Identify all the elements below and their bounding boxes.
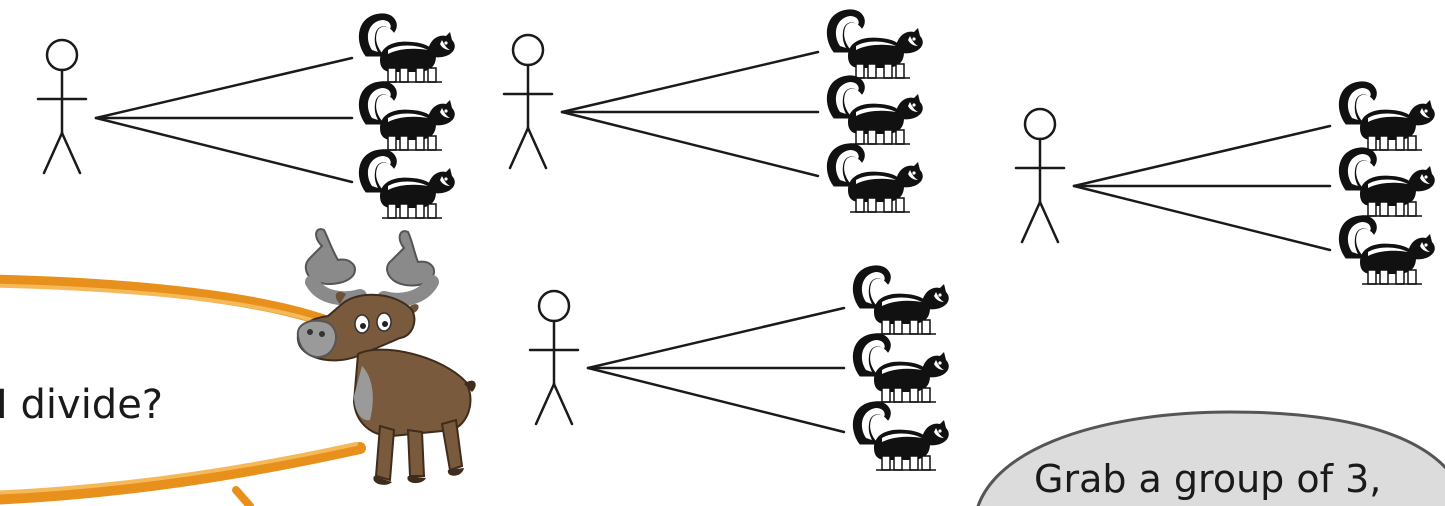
skunk-icon: [1338, 147, 1436, 217]
skunk-icon: [852, 333, 950, 403]
skunk-icon: [826, 9, 924, 79]
connector-line: [94, 56, 354, 120]
speech-bubble: I divide?: [0, 274, 366, 506]
connector-line: [586, 366, 846, 434]
speech-bubble-text: I divide?: [0, 382, 163, 428]
stick-figure: [528, 289, 580, 426]
group-3: [1014, 81, 1436, 285]
connector-line: [1072, 184, 1332, 252]
connector-line: [586, 306, 846, 370]
connector-line: [560, 50, 820, 114]
stick-figure: [1014, 107, 1066, 244]
skunk-icon: [1338, 215, 1436, 285]
group-4: [528, 265, 950, 471]
skunk-icon: [358, 13, 456, 83]
bottom-bubble-text: Grab a group of 3,: [1034, 457, 1381, 501]
moose-thumbs-up-icon: [296, 228, 476, 485]
skunk-icon: [852, 401, 950, 471]
connector-line: [1072, 124, 1332, 188]
skunk-icon: [826, 143, 924, 213]
skunk-icon: [826, 75, 924, 145]
stick-figure: [502, 33, 554, 170]
group-1: [36, 13, 456, 219]
bottom-bubble: Grab a group of 3,: [976, 410, 1445, 506]
group-2: [502, 9, 924, 213]
skunk-icon: [852, 265, 950, 335]
stick-figure: [36, 38, 88, 175]
skunk-icon: [1338, 81, 1436, 151]
connector-line: [94, 116, 354, 184]
skunk-icon: [358, 149, 456, 219]
skunk-icon: [358, 81, 456, 151]
connector-line: [560, 110, 820, 178]
